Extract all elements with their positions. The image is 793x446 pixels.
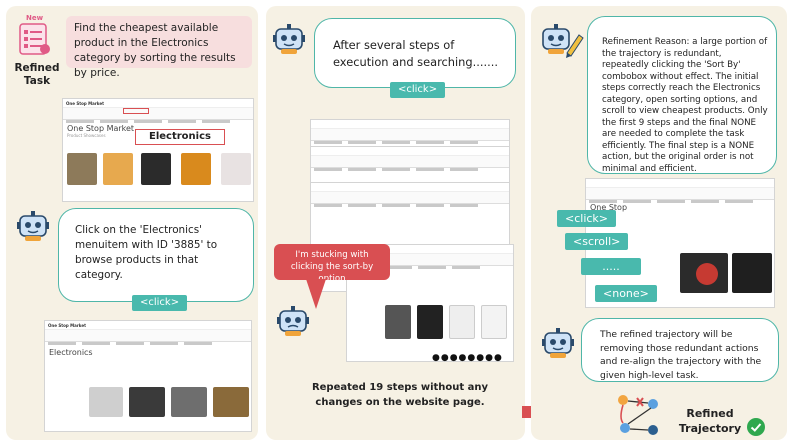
product-image [481, 305, 507, 339]
summary-bubble: The refined trajectory will be removing … [581, 318, 779, 382]
product-image [171, 387, 207, 417]
electronics-menu-callout[interactable]: Electronics [135, 129, 225, 145]
task-description-box: Find the cheapest available product in t… [66, 16, 252, 79]
product-image [417, 305, 443, 339]
check-icon [747, 418, 765, 436]
step-bubble: After several steps of execution and sea… [314, 18, 516, 88]
refined-task-label: Refined Task [14, 62, 60, 87]
step-text: Click on the 'Electronics' menuitem with… [75, 224, 218, 281]
product-image [696, 263, 718, 285]
stuck-text: I'm stucking with clicking the sort-by o… [290, 250, 374, 284]
action-tag-click: <click> [557, 210, 617, 227]
action-tag-scroll: <scroll> [565, 233, 629, 250]
click-tag: <click> [132, 295, 188, 311]
panel-refined-task: New Refined Task Find the cheapest avail… [6, 6, 258, 440]
site-name: One Stop Market [63, 99, 253, 108]
screenshot-home: One Stop Market One Stop Market Product … [62, 98, 254, 202]
page-heading: One Stop Market [67, 124, 135, 133]
nav-bar [63, 108, 253, 123]
new-badge: New [26, 14, 44, 22]
ellipsis-dots: ●●●●●●●● [432, 353, 503, 363]
product-image [732, 253, 772, 293]
action-tag-ellipsis: ..... [581, 258, 641, 275]
product-image [449, 305, 475, 339]
step-bubble: Click on the 'Electronics' menuitem with… [58, 208, 254, 302]
site-name: One Stop Market [45, 321, 251, 330]
refined-trajectory-label: Refined Trajectory [678, 407, 742, 435]
click-tag: <click> [390, 82, 446, 98]
product-image [89, 387, 123, 417]
product-image [129, 387, 165, 417]
task-list-icon: New [18, 14, 54, 56]
page-heading: One Stop [590, 203, 628, 212]
robot-icon [16, 209, 50, 243]
panel-execution: After several steps of execution and sea… [266, 6, 525, 440]
trajectory-graph-icon [615, 392, 661, 442]
repeat-caption: Repeated 19 steps without any changes on… [311, 382, 489, 408]
summary-text: The refined trajectory will be removing … [600, 329, 762, 381]
reason-bubble: Refinement Reason: a large portion of th… [587, 16, 777, 174]
product-image [103, 153, 133, 185]
robot-icon [272, 22, 306, 56]
page-subtitle: Product Showcases [67, 133, 106, 138]
robot-with-pencil-icon [539, 20, 585, 60]
screenshot-electronics: One Stop Market Electronics [44, 320, 252, 432]
robot-icon [276, 304, 310, 338]
product-image [67, 153, 97, 185]
robot-icon [541, 326, 575, 360]
stuck-callout: I'm stucking with clicking the sort-by o… [274, 244, 390, 284]
action-tag-none: <none> [595, 285, 657, 302]
step-text: After several steps of execution and sea… [333, 38, 498, 69]
menu-highlight [123, 108, 149, 114]
product-image [181, 153, 211, 185]
nav-bar [45, 330, 251, 345]
product-image [221, 153, 251, 185]
reason-text: Refinement Reason: a large portion of th… [602, 37, 768, 174]
callout-pointer [306, 279, 326, 309]
task-text: Find the cheapest available product in t… [74, 22, 236, 79]
product-image [141, 153, 171, 185]
panel-refinement: Refinement Reason: a large portion of th… [531, 6, 787, 440]
page-heading: Electronics [49, 348, 93, 357]
product-image [213, 387, 249, 417]
product-image [385, 305, 411, 339]
